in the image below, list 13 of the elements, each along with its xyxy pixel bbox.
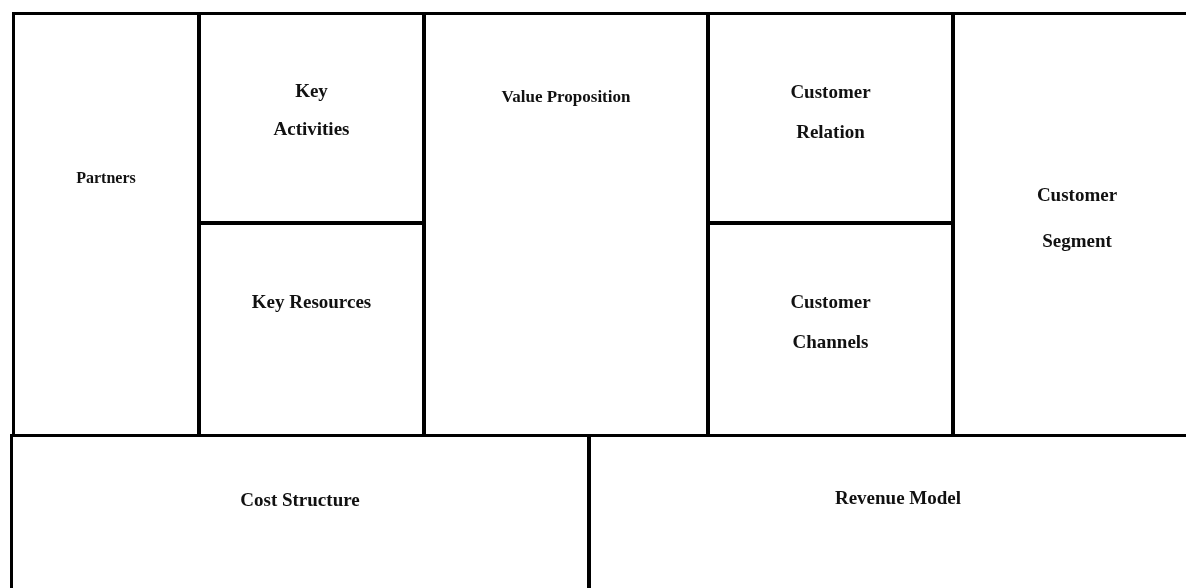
block-title: Customer Segment <box>1035 182 1119 253</box>
block-title: Revenue Model <box>833 485 963 510</box>
canvas-block <box>10 434 590 588</box>
canvas-block <box>198 12 425 224</box>
block-title: Cost Structure <box>239 487 361 512</box>
block-title: Partners <box>75 167 137 188</box>
block-title: Customer Channels <box>789 289 872 354</box>
canvas-block <box>707 12 954 224</box>
block-title: Key Resources <box>251 289 372 314</box>
block-title: Key Activities <box>272 78 351 141</box>
block-title: Value Proposition <box>500 85 632 108</box>
block-title: Customer Relation <box>789 79 872 144</box>
canvas-block <box>588 434 1186 588</box>
